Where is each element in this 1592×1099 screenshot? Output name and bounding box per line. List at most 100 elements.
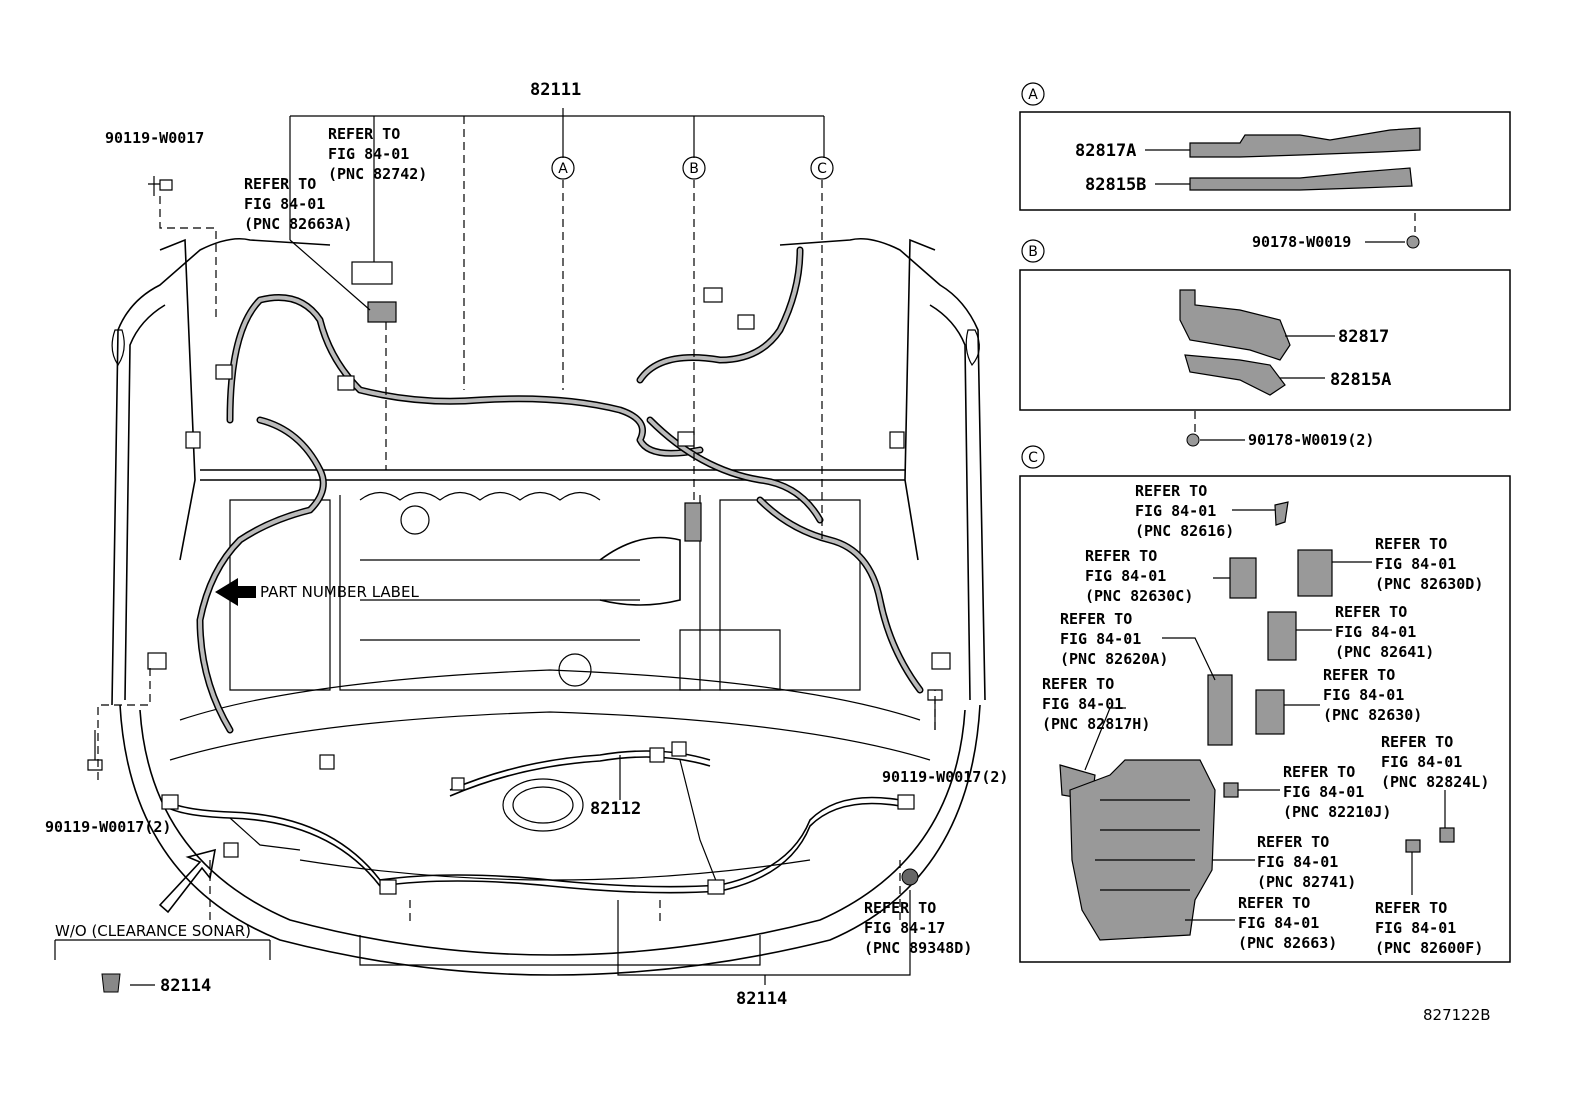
section-c-letter: C xyxy=(1028,450,1038,466)
section-c: C REFER TO FIG 84-01 (PNC 82616) xyxy=(1019,445,1511,963)
label-82112: 82112 xyxy=(590,799,641,819)
svg-text:(PNC 82663A): (PNC 82663A) xyxy=(244,215,352,233)
bolt-icon xyxy=(148,176,173,196)
refer-82741: REFER TO FIG 84-01 (PNC 82741) xyxy=(1257,833,1356,891)
svg-text:FIG 84-01: FIG 84-01 xyxy=(1085,567,1166,585)
bolt-icon xyxy=(87,730,103,771)
label-bolt-right: 90119-W0017(2) xyxy=(882,768,1008,786)
callout-b-text: B xyxy=(689,161,699,177)
refer-82641: REFER TO FIG 84-01 (PNC 82641) xyxy=(1335,603,1434,661)
refer-82824L: REFER TO FIG 84-01 (PNC 82824L) xyxy=(1381,733,1489,791)
label-82111: 82111 xyxy=(530,80,581,100)
svg-text:FIG 84-01: FIG 84-01 xyxy=(1381,753,1462,771)
grommet-icon xyxy=(901,868,919,886)
svg-text:REFER TO: REFER TO xyxy=(864,899,936,917)
refer-82616: REFER TO FIG 84-01 (PNC 82616) xyxy=(1135,482,1234,540)
svg-text:FIG 84-01: FIG 84-01 xyxy=(1375,919,1456,937)
callout-c-text: C xyxy=(817,161,827,177)
connectors xyxy=(147,261,951,895)
svg-text:(PNC 82210J): (PNC 82210J) xyxy=(1283,803,1391,821)
svg-text:(PNC 82641): (PNC 82641) xyxy=(1335,643,1434,661)
svg-text:FIG 84-01: FIG 84-01 xyxy=(1060,630,1141,648)
label-bolt-left: 90119-W0017(2) xyxy=(45,818,171,836)
label-clip-b: 90178-W0019(2) xyxy=(1248,431,1374,449)
leader-lines xyxy=(54,108,911,986)
svg-text:FIG 84-17: FIG 84-17 xyxy=(864,919,945,937)
svg-text:(PNC 82663): (PNC 82663) xyxy=(1238,934,1337,952)
refer-82663: REFER TO FIG 84-01 (PNC 82663) xyxy=(1238,894,1337,952)
section-b: B 82817 82815A 90178-W0019(2) xyxy=(1019,239,1511,449)
svg-text:(PNC 82620A): (PNC 82620A) xyxy=(1060,650,1168,668)
svg-text:REFER TO: REFER TO xyxy=(1375,899,1447,917)
clip-icon xyxy=(1406,235,1420,249)
refer-82630C: REFER TO FIG 84-01 (PNC 82630C) xyxy=(1085,547,1193,605)
refer-82630: REFER TO FIG 84-01 (PNC 82630) xyxy=(1323,666,1422,724)
svg-text:FIG 84-01: FIG 84-01 xyxy=(1335,623,1416,641)
svg-text:REFER TO: REFER TO xyxy=(1257,833,1329,851)
svg-text:(PNC 82630C): (PNC 82630C) xyxy=(1085,587,1193,605)
refer-82817H: REFER TO FIG 84-01 (PNC 82817H) xyxy=(1042,675,1150,733)
harness-82111 xyxy=(196,246,924,734)
svg-text:FIG 84-01: FIG 84-01 xyxy=(1042,695,1123,713)
bolts xyxy=(87,176,943,886)
svg-text:REFER TO: REFER TO xyxy=(328,125,400,143)
callout-a-text: A xyxy=(558,161,568,177)
label-82114-wo: 82114 xyxy=(160,976,211,996)
svg-text:(PNC 82742): (PNC 82742) xyxy=(328,165,427,183)
svg-text:(PNC 82616): (PNC 82616) xyxy=(1135,522,1234,540)
svg-text:FIG 84-01: FIG 84-01 xyxy=(1238,914,1319,932)
part-number-arrow-icon xyxy=(215,578,256,606)
svg-text:REFER TO: REFER TO xyxy=(1135,482,1207,500)
svg-text:FIG 84-01: FIG 84-01 xyxy=(1375,555,1456,573)
refer-89348D: REFER TO FIG 84-17 (PNC 89348D) xyxy=(864,899,972,957)
refer-82630D: REFER TO FIG 84-01 (PNC 82630D) xyxy=(1375,535,1483,593)
svg-text:REFER TO: REFER TO xyxy=(1042,675,1114,693)
svg-text:(PNC 82817H): (PNC 82817H) xyxy=(1042,715,1150,733)
svg-text:REFER TO: REFER TO xyxy=(1060,610,1132,628)
svg-text:REFER TO: REFER TO xyxy=(1381,733,1453,751)
label-82114-bottom: 82114 xyxy=(736,989,787,1009)
wo-clearance-sonar-text: W/O (CLEARANCE SONAR) xyxy=(55,922,251,940)
section-b-letter: B xyxy=(1028,244,1038,260)
label-82817A: 82817A xyxy=(1075,141,1136,161)
svg-text:FIG 84-01: FIG 84-01 xyxy=(328,145,409,163)
svg-text:(PNC 82630): (PNC 82630) xyxy=(1323,706,1422,724)
svg-text:(PNC 82824L): (PNC 82824L) xyxy=(1381,773,1489,791)
harness-82112 xyxy=(449,750,711,797)
svg-text:FIG 84-01: FIG 84-01 xyxy=(1323,686,1404,704)
part-number-label-text: PART NUMBER LABEL xyxy=(260,583,419,601)
engine-bay-illustration xyxy=(111,237,986,976)
refer-82620A: REFER TO FIG 84-01 (PNC 82620A) xyxy=(1060,610,1168,668)
svg-text:REFER TO: REFER TO xyxy=(1085,547,1157,565)
label-82815A: 82815A xyxy=(1330,370,1391,390)
label-clip-a: 90178-W0019 xyxy=(1252,233,1351,251)
dashed-leaders xyxy=(97,116,1416,925)
svg-text:REFER TO: REFER TO xyxy=(1283,763,1355,781)
section-a: A 82817A 82815B 90178-W0019 xyxy=(1019,82,1511,251)
refer-82600F: REFER TO FIG 84-01 (PNC 82600F) xyxy=(1375,899,1483,957)
refer-82742: REFER TO FIG 84-01 (PNC 82742) xyxy=(328,125,427,183)
svg-text:REFER TO: REFER TO xyxy=(1335,603,1407,621)
svg-text:FIG 84-01: FIG 84-01 xyxy=(1283,783,1364,801)
refer-82210J: REFER TO FIG 84-01 (PNC 82210J) xyxy=(1283,763,1391,821)
svg-text:REFER TO: REFER TO xyxy=(244,175,316,193)
svg-text:FIG 84-01: FIG 84-01 xyxy=(244,195,325,213)
clip-icon xyxy=(1186,433,1200,447)
svg-text:(PNC 82630D): (PNC 82630D) xyxy=(1375,575,1483,593)
svg-text:FIG 84-01: FIG 84-01 xyxy=(1135,502,1216,520)
harness-82114 xyxy=(164,759,901,894)
svg-text:(PNC 82741): (PNC 82741) xyxy=(1257,873,1356,891)
svg-text:(PNC 82600F): (PNC 82600F) xyxy=(1375,939,1483,957)
label-82815B: 82815B xyxy=(1085,175,1146,195)
refer-82663A: REFER TO FIG 84-01 (PNC 82663A) xyxy=(244,175,352,233)
label-82817: 82817 xyxy=(1338,327,1389,347)
svg-text:(PNC 89348D): (PNC 89348D) xyxy=(864,939,972,957)
figure-code: 827122B xyxy=(1423,1006,1491,1024)
svg-text:FIG 84-01: FIG 84-01 xyxy=(1257,853,1338,871)
svg-text:REFER TO: REFER TO xyxy=(1323,666,1395,684)
plug-82114-icon xyxy=(101,973,121,993)
direction-arrow-icon xyxy=(158,848,217,914)
svg-text:REFER TO: REFER TO xyxy=(1375,535,1447,553)
svg-text:REFER TO: REFER TO xyxy=(1238,894,1310,912)
